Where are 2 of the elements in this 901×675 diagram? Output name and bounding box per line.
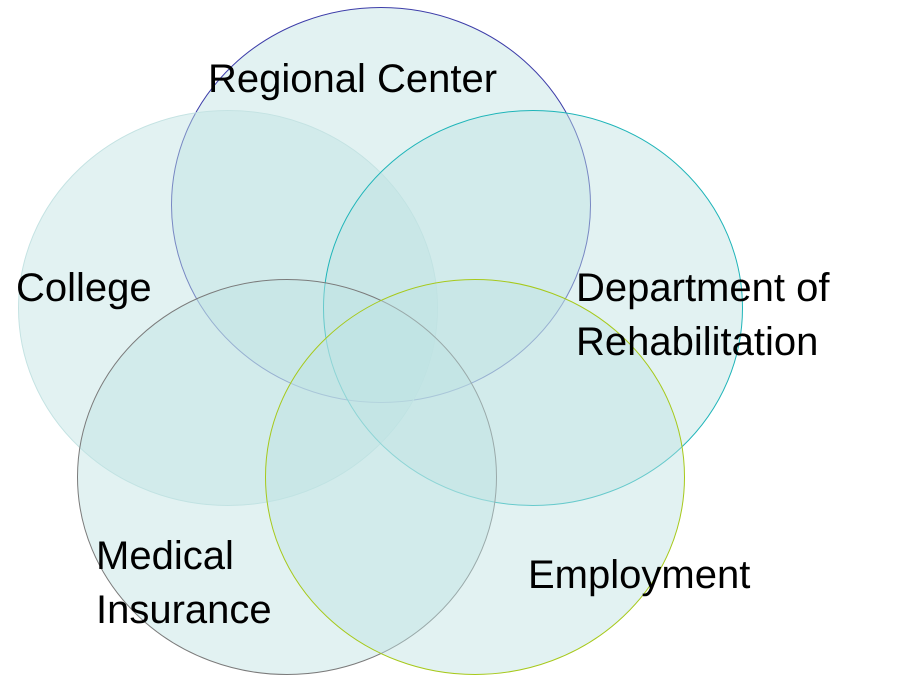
circle-label: College (16, 265, 153, 312)
circle-label: Medical Insurance (96, 533, 273, 634)
